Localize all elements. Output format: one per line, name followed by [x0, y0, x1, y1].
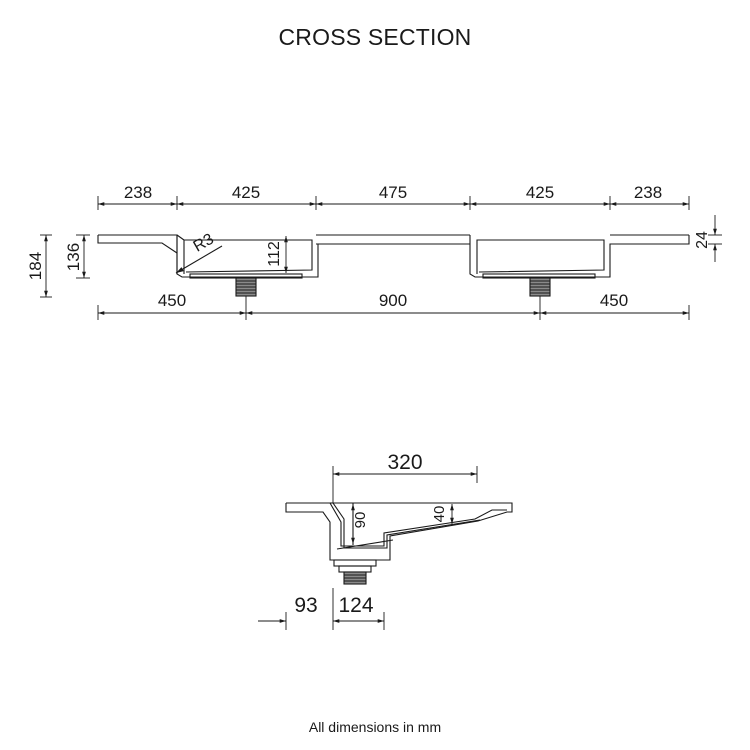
side-dim-93: 93: [294, 594, 317, 617]
side-width-dim: [332, 466, 478, 503]
side-bottom-dims: [258, 588, 385, 630]
side-dim-90: 90: [352, 512, 369, 529]
top-dim-2: 425: [232, 183, 260, 202]
radius-leader: [175, 245, 223, 274]
side-dim-320: 320: [387, 451, 422, 474]
side-dim-40: 40: [431, 506, 448, 523]
side-drain-fitting: [333, 559, 377, 585]
left-vertical-dims: [40, 234, 90, 298]
bottom-dimension-chain: [97, 296, 690, 320]
bottom-dim-3: 450: [600, 291, 628, 310]
bottom-dim-2: 900: [379, 291, 407, 310]
top-dim-4: 425: [526, 183, 554, 202]
right-thickness-dim: [708, 215, 722, 262]
right-drain-fitting: [529, 277, 551, 297]
right-dim-24: 24: [694, 231, 711, 249]
top-surface-line: [98, 234, 178, 274]
top-dim-5: 238: [634, 183, 662, 202]
left-drain-fitting: [235, 277, 257, 297]
side-section-view: [285, 502, 513, 585]
bottom-dim-1: 450: [158, 291, 186, 310]
side-profile-outer: [285, 502, 513, 561]
side-dim-124: 124: [338, 594, 373, 617]
dimensions-note: All dimensions in mm: [308, 719, 442, 735]
top-dim-3: 475: [379, 183, 407, 202]
page-title: CROSS SECTION: [278, 24, 472, 50]
top-dimension-chain: [97, 196, 690, 210]
side-profile-inner: [329, 502, 507, 547]
countertop-outline: [98, 235, 689, 280]
left-dim-184: 184: [26, 252, 45, 280]
bowl-depth-label: 112: [266, 241, 283, 267]
right-bowl-outline: [469, 235, 612, 278]
top-dim-1: 238: [124, 183, 152, 202]
front-section-view: [97, 234, 690, 297]
left-dim-136: 136: [64, 243, 83, 271]
side-inner-dims: [351, 504, 454, 544]
